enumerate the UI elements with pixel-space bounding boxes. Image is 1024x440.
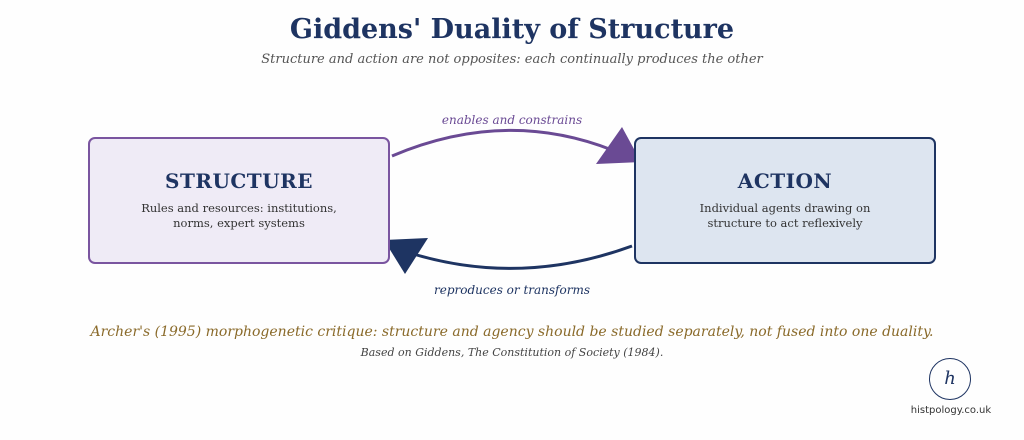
enables-label: enables and constrains: [441, 113, 583, 127]
structure-desc-line-1: Rules and resources: institutions,: [141, 201, 337, 215]
source-citation: Based on Giddens, The Constitution of So…: [360, 346, 664, 359]
enables-arrow-line: [391, 128, 613, 158]
action-desc-line-1: Individual agents drawing on: [699, 201, 871, 215]
action-heading: ACTION: [737, 169, 833, 193]
site-logo: h: [929, 358, 971, 400]
reproduces-arrow-line: [409, 244, 633, 270]
reproduces-arrowhead: [384, 238, 428, 274]
critique-note: Archer's (1995) morphogenetic critique: …: [90, 324, 934, 340]
structure-desc-line-2: norms, expert systems: [173, 216, 305, 230]
structure-description: Rules and resources: institutions, norms…: [110, 201, 368, 231]
site-url: histpology.co.uk: [910, 405, 992, 416]
page-title: Giddens' Duality of Structure: [289, 14, 735, 45]
action-description: Individual agents drawing on structure t…: [656, 201, 914, 231]
reproduces-label: reproduces or transforms: [434, 283, 590, 297]
structure-heading: STRUCTURE: [165, 169, 313, 193]
page-subtitle: Structure and action are not opposites: …: [261, 52, 763, 67]
action-node: ACTION Individual agents drawing on stru…: [634, 137, 936, 264]
action-desc-line-2: structure to act reflexively: [707, 216, 863, 230]
structure-node: STRUCTURE Rules and resources: instituti…: [88, 137, 390, 264]
